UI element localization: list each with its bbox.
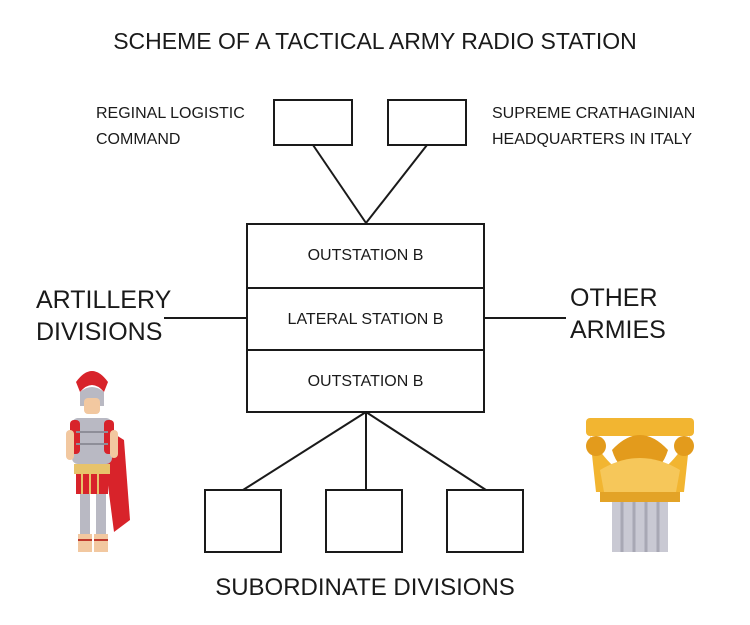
- top-left-label-line-2: COMMAND: [96, 131, 181, 148]
- station-cell-middle: LATERAL STATION B: [287, 311, 444, 328]
- bottom-box-3: [446, 489, 524, 553]
- left-label-line-2: DIVISIONS: [36, 318, 163, 346]
- top-left-label-line-1: REGINAL LOGISTIC: [96, 105, 245, 122]
- bottom-box-1: [204, 489, 282, 553]
- bottom-box-2: [325, 489, 403, 553]
- diagram-title: SCHEME OF A TACTICAL ARMY RADIO STATION: [113, 28, 637, 54]
- right-label-line-2: ARMIES: [570, 316, 666, 344]
- left-label-line-1: ARTILLERY: [36, 286, 172, 314]
- station-cell-top: OUTSTATION B: [307, 247, 424, 264]
- right-label-line-1: OTHER: [570, 284, 658, 312]
- bottom-label: SUBORDINATE DIVISIONS: [215, 574, 515, 601]
- column-illustration: [586, 418, 694, 552]
- station-cell-bottom: OUTSTATION B: [307, 373, 424, 390]
- connector-top-left: [312, 144, 367, 224]
- right-label: OTHER ARMIES: [570, 282, 666, 346]
- connector-bottom-right: [365, 411, 487, 491]
- roman-soldier-illustration: [66, 371, 130, 552]
- top-left-box: [273, 99, 353, 146]
- top-right-label-line-1: SUPREME CRATHAGINIAN: [492, 105, 696, 122]
- connector-top-right: [365, 144, 428, 224]
- connector-bottom-left: [242, 411, 367, 491]
- top-right-label-line-2: HEADQUARTERS IN ITALY: [492, 131, 693, 148]
- left-label: ARTILLERY DIVISIONS: [36, 284, 171, 348]
- top-right-box: [387, 99, 467, 146]
- top-left-label: REGINAL LOGISTIC COMMAND: [96, 101, 245, 153]
- top-right-label: SUPREME CRATHAGINIAN HEADQUARTERS IN ITA…: [492, 101, 695, 153]
